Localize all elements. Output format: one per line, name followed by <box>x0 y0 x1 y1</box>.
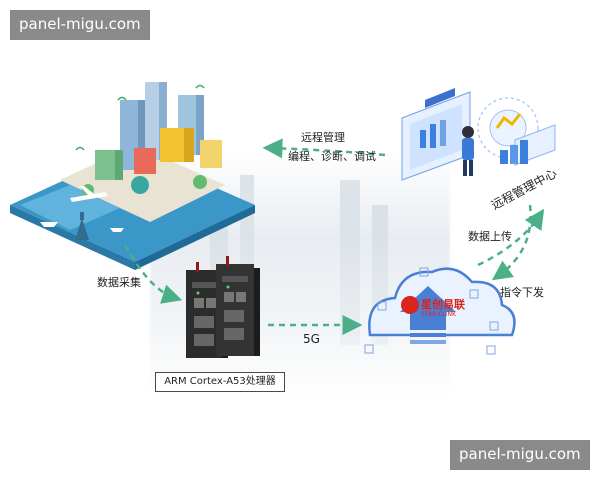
remote-management-label: 远程管理 <box>301 131 345 144</box>
data-upload-label: 数据上传 <box>468 230 512 243</box>
network-5g-label: 5G <box>303 332 320 346</box>
data-collect-label: 数据采集 <box>97 276 141 289</box>
background-building <box>340 180 360 345</box>
cloud-brand: 星创易联 <box>421 298 465 311</box>
smart-city-illustration <box>10 82 255 270</box>
remote-management-sub-label: 编程、诊断、调试 <box>288 150 376 163</box>
remote-management-arrow <box>262 138 386 159</box>
cloud-brand-en: STAR-CLINK <box>421 311 456 318</box>
watermark-bottom: panel-migu.com <box>450 440 590 470</box>
cloud-platform <box>364 267 516 355</box>
command-label: 指令下发 <box>500 286 544 299</box>
watermark-top: panel-migu.com <box>10 10 150 40</box>
data-collect-arrow <box>123 244 183 304</box>
gateway-devices <box>186 256 260 358</box>
control-center-illustration <box>401 88 556 181</box>
processor-label: ARM Cortex-A53处理器 <box>155 372 285 392</box>
